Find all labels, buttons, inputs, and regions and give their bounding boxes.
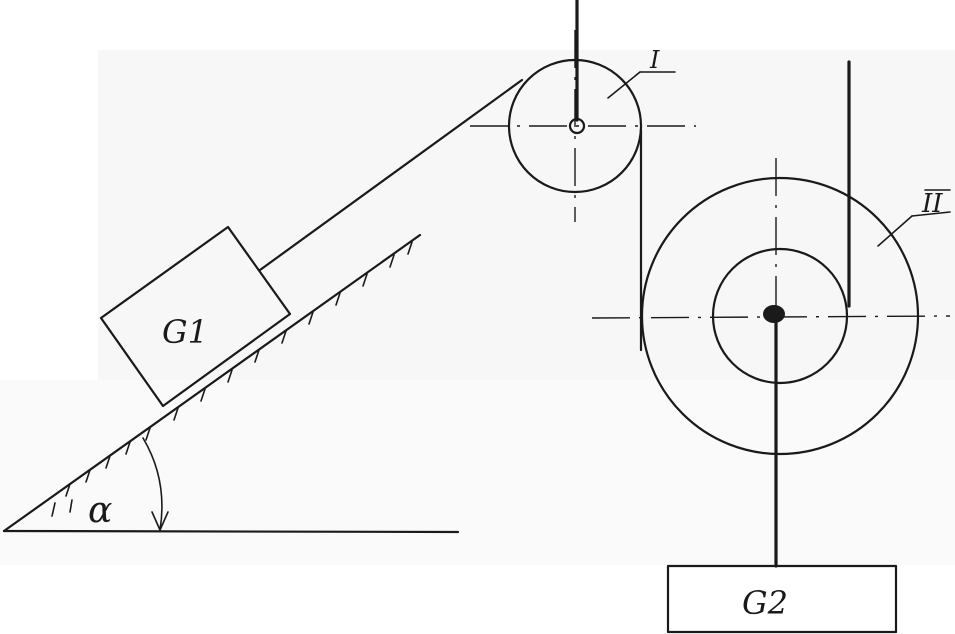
- corner-hatching: [51, 499, 73, 517]
- incline-surface: [2, 233, 422, 533]
- block-g1: G1: [99, 225, 292, 408]
- angle-arrow-icon: [151, 511, 169, 531]
- block-g2: G2: [666, 564, 898, 634]
- scan-blank-left: [0, 0, 98, 380]
- pulley-ii-axle: [763, 305, 785, 323]
- pulley-i: I: [470, 0, 696, 222]
- ground-line: [2, 529, 460, 534]
- scan-shading-lower: [0, 380, 955, 565]
- block-g2-label: G2: [742, 584, 788, 622]
- pulley-ii-label: II: [921, 189, 943, 219]
- pulley-ii: II: [591, 158, 951, 470]
- block-g1-outline: [99, 225, 292, 408]
- angle-arc: [142, 437, 163, 531]
- incline-hatching: [65, 241, 413, 497]
- pulley-ii-label-underline: [911, 211, 951, 217]
- block-g1-label: G1: [162, 313, 208, 351]
- pulley-ii-leader: [877, 215, 913, 247]
- angle-label: α: [88, 490, 112, 531]
- block-g2-outline: [666, 564, 898, 634]
- rope-g1-to-pulley-i: [258, 78, 524, 272]
- angle-marker: α: [88, 437, 169, 531]
- pulley-i-label: I: [649, 46, 660, 74]
- scan-shading-upper: [98, 50, 955, 380]
- pulley-i-leader: [607, 71, 641, 99]
